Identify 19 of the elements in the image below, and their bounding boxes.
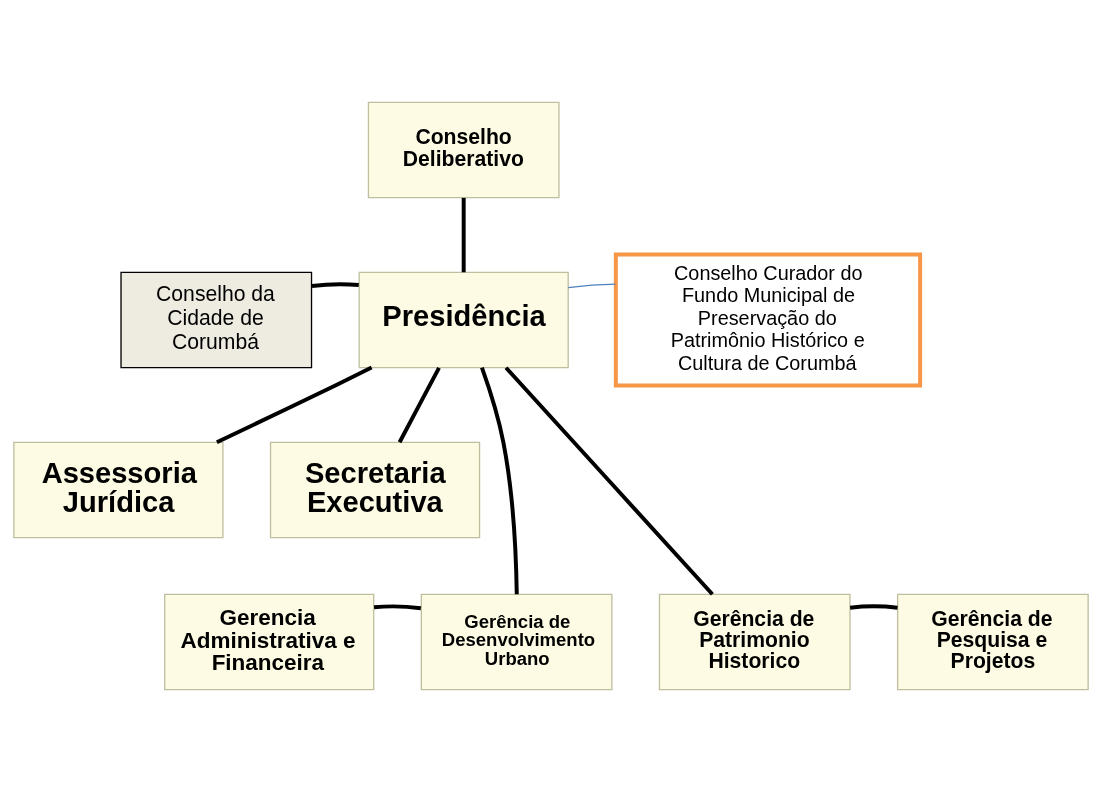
node-box: Conselho Deliberativo: [367, 101, 560, 198]
connector: [504, 365, 714, 596]
connector: [480, 366, 519, 594]
node-box: Gerencia Administrativa e Financeira: [164, 593, 375, 690]
connector: [849, 603, 898, 610]
node-box: Gerência de Pesquisa e Projetos: [896, 593, 1089, 690]
node-box: Assessoria Jurídica: [13, 441, 224, 538]
connector: [567, 283, 617, 288]
node-box: Secretaria Executiva: [269, 441, 481, 538]
node-box: Gerência de Desenvolvimento Urbano: [420, 593, 613, 690]
connector: [461, 197, 466, 272]
connector: [311, 281, 359, 288]
node-box: Conselho da Cidade de Corumbá: [120, 271, 313, 368]
connector: [397, 366, 441, 443]
node-box: Gerência de Patrimonio Historico: [658, 593, 851, 690]
node-box: Conselho Curador do Fundo Municipal de Preservação do Patrimônio Histórico e Cultura de Corumbá: [613, 251, 923, 387]
connector: [216, 365, 373, 444]
node-box: Presidência: [358, 271, 569, 368]
connector: [373, 603, 422, 610]
